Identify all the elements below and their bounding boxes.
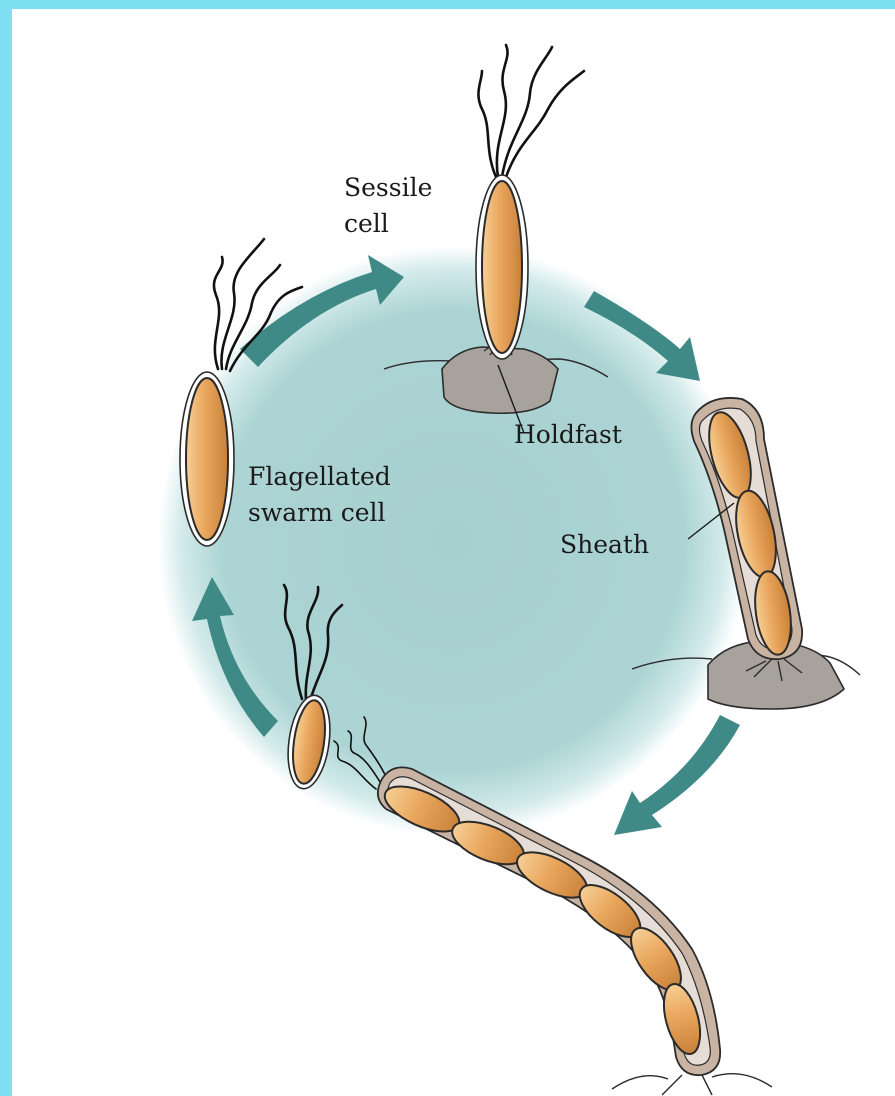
life-cycle-diagram: Sessile cell Holdfast Flagellated swarm … — [12, 9, 895, 1096]
sessile-label-line2: cell — [344, 209, 389, 238]
sheath-label: Sheath — [560, 530, 649, 559]
holdfast-label: Holdfast — [514, 420, 622, 449]
diagram-frame: Sessile cell Holdfast Flagellated swarm … — [12, 9, 895, 1096]
sessile-label-line1: Sessile — [344, 173, 432, 202]
flagellated-label-line2: swarm cell — [248, 498, 386, 527]
flagellated-label-line1: Flagellated — [248, 462, 391, 491]
